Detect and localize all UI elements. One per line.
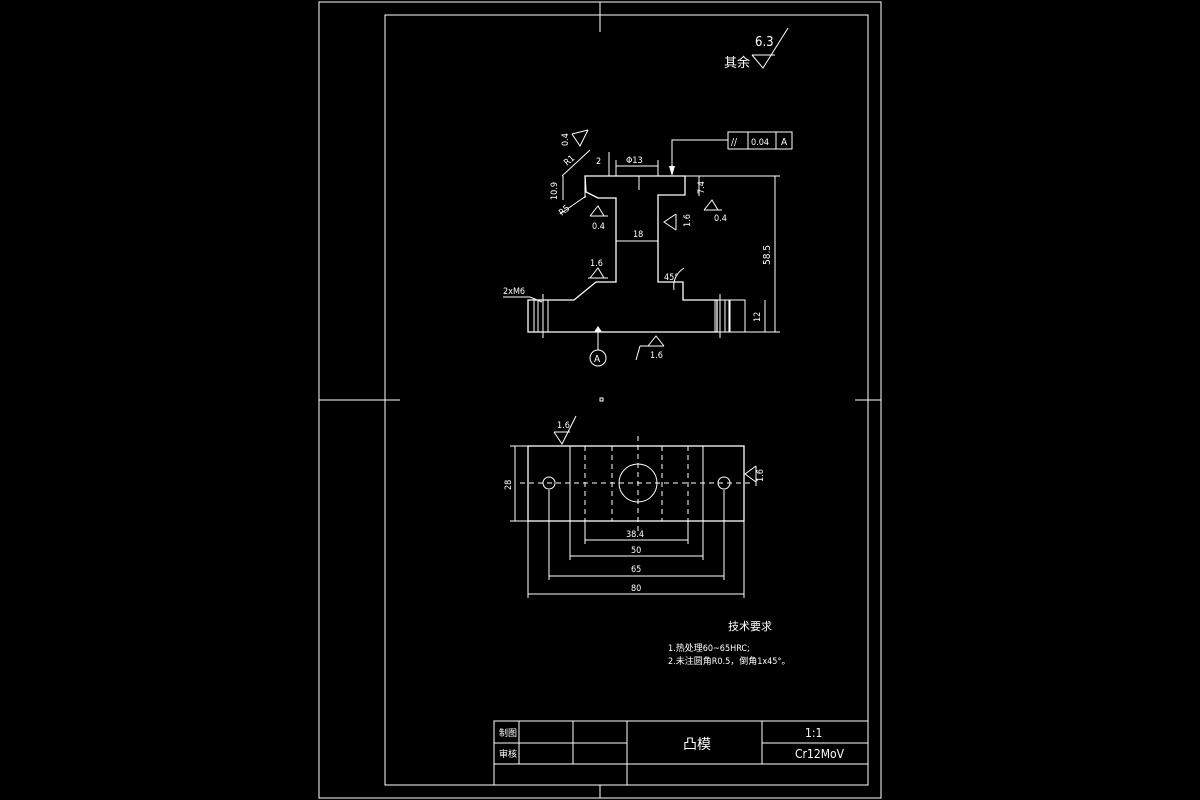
tech-req-item-2: 2.未注圆角R0.5，倒角1x45°。 [668, 655, 791, 667]
dim-50: 50 [631, 546, 641, 556]
inner-frame [384, 14, 869, 786]
dim-7-4: 7.4 [697, 181, 707, 194]
dim-38-4: 38.4 [626, 530, 644, 540]
centering-marks [319, 2, 881, 798]
roughness-value: 1.6 [557, 421, 570, 431]
title-block: 制图 审核 凸模 1:1 Cr12MoV [493, 720, 869, 786]
parallelism-tolerance-frame: // 0.04 A [669, 131, 793, 176]
roughness-symbol: 0.4 [561, 129, 589, 147]
roughness-symbol: 1.6 [588, 259, 608, 279]
roughness-value: 1.6 [590, 259, 603, 269]
dim-r1: R1 [563, 154, 578, 169]
dim-12: 12 [753, 312, 763, 322]
tech-req-title: 技术要求 [728, 620, 772, 633]
roughness-value: 0.4 [561, 133, 571, 146]
roughness-symbol: 0.4 [703, 199, 727, 224]
tolerance-value: 0.04 [751, 138, 769, 148]
dim-80: 80 [631, 584, 641, 594]
technical-requirements: 技术要求 1.热处理60~65HRC; 2.未注圆角R0.5，倒角1x45°。 [668, 620, 791, 667]
dimensions: R1 2 Φ13 10.9 R5 7.4 18 58.5 12 45° 2xM6 [503, 149, 780, 333]
roughness-value: 1.6 [683, 214, 693, 227]
general-roughness-label: 其余 [724, 55, 750, 71]
roughness-value: 1.6 [756, 469, 766, 482]
tolerance-symbol: // [731, 137, 738, 148]
part-name: 凸模 [683, 737, 711, 753]
roughness-symbol: 1.6 [635, 335, 665, 361]
dimensions: 28 38.4 50 65 80 [504, 445, 745, 598]
plan-view: 1.6 1.6 28 38.4 50 65 [504, 415, 766, 598]
general-roughness-symbol: 6.3 其余 [724, 27, 789, 71]
roughness-value: 0.4 [714, 214, 727, 224]
plan-outline [527, 445, 745, 522]
dim-thread: 2xM6 [503, 287, 525, 297]
tolerance-datum: A [781, 137, 788, 148]
section-outline [527, 175, 718, 333]
thread-hole-left [542, 476, 556, 490]
dim-10-9: 10.9 [550, 182, 560, 200]
roughness-symbol: 1.6 [663, 213, 693, 231]
dim-angle45: 45° [664, 273, 678, 283]
roughness-symbol: 0.4 [589, 205, 608, 232]
title-block-drawn-label: 制图 [499, 727, 517, 739]
roughness-value: 0.4 [592, 222, 605, 232]
section-view: // 0.04 A 0.4 0.4 0.4 1.6 [503, 129, 793, 367]
dim-65: 65 [631, 565, 641, 575]
material: Cr12MoV [795, 747, 845, 761]
dim-r5: R5 [558, 204, 573, 219]
roughness-symbol: 1.6 [744, 465, 766, 486]
roughness-value: 1.6 [650, 351, 663, 361]
thread-holes [533, 294, 730, 338]
dim-top-gap: 2 [596, 157, 601, 167]
center-bore [618, 463, 658, 503]
drawing-scale: 1:1 [805, 726, 822, 740]
tech-req-item-1: 1.热处理60~65HRC; [668, 642, 750, 654]
thread-hole-right [717, 476, 731, 490]
dim-18: 18 [633, 230, 643, 240]
dim-58-5: 58.5 [762, 245, 773, 265]
dim-dia13: Φ13 [626, 156, 643, 166]
datum-marker: A [589, 326, 607, 367]
roughness-symbol: 1.6 [553, 415, 577, 445]
general-roughness-value: 6.3 [755, 35, 774, 50]
datum-label: A [594, 354, 601, 365]
dim-28: 28 [504, 480, 514, 490]
title-block-checked-label: 审核 [499, 748, 517, 760]
